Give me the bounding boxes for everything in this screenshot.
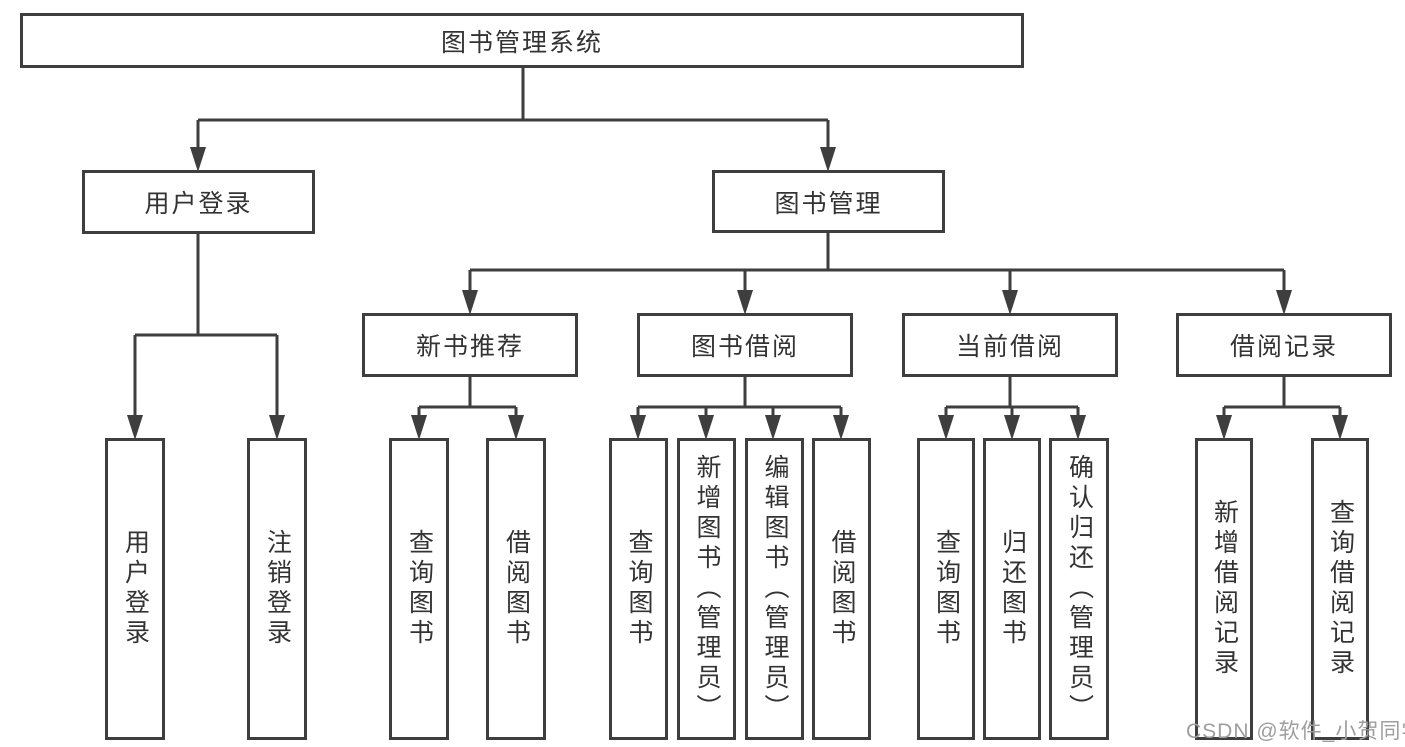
leaf-query-borrow-record-label: 查询借阅记录	[1326, 499, 1355, 679]
node-book-borrowing-label: 图书借阅	[690, 333, 799, 361]
leaf-borrow-books-recommend-label: 借阅图书	[502, 529, 531, 649]
node-book-borrowing: 图书借阅	[637, 313, 853, 377]
leaf-borrow-books-recommend: 借阅图书	[486, 438, 546, 740]
leaf-query-books-current: 查询图书	[917, 438, 975, 740]
leaf-return-books: 归还图书	[983, 438, 1041, 740]
leaf-add-books-admin-label: 新增图书（管理员）	[693, 454, 721, 724]
leaf-add-borrow-record: 新增借阅记录	[1195, 438, 1253, 740]
node-current-borrowing-label: 当前借阅	[955, 333, 1064, 361]
leaf-borrow-books: 借阅图书	[812, 438, 871, 740]
node-library-system-label: 图书管理系统	[440, 28, 603, 57]
leaf-logout: 注销登录	[247, 438, 307, 740]
node-user-login-label: 用户登录	[144, 190, 253, 218]
leaf-borrow-books-label: 借阅图书	[828, 529, 856, 649]
leaf-user-login: 用户登录	[105, 438, 165, 740]
leaf-query-books-borrowing: 查询图书	[609, 438, 668, 740]
node-book-management: 图书管理	[712, 170, 945, 233]
leaf-query-books-borrowing-label: 查询图书	[625, 529, 653, 649]
leaf-query-books-recommend-label: 查询图书	[405, 529, 434, 649]
leaf-return-books-label: 归还图书	[998, 529, 1027, 649]
node-borrowing-records: 借阅记录	[1176, 313, 1392, 377]
leaf-confirm-return-admin-label: 确认归还（管理员）	[1065, 454, 1094, 724]
watermark-text: CSDN @软件_小贺同学	[1186, 720, 1405, 743]
leaf-query-borrow-record: 查询借阅记录	[1311, 438, 1369, 740]
leaf-logout-label: 注销登录	[263, 529, 292, 649]
leaf-query-books-recommend: 查询图书	[389, 438, 449, 740]
leaf-query-books-current-label: 查询图书	[932, 529, 961, 649]
node-user-login: 用户登录	[82, 170, 315, 234]
leaf-add-borrow-record-label: 新增借阅记录	[1210, 499, 1239, 679]
leaf-user-login-label: 用户登录	[121, 529, 150, 649]
node-new-book-recommend: 新书推荐	[362, 313, 578, 377]
node-book-management-label: 图书管理	[774, 189, 883, 218]
node-new-book-recommend-label: 新书推荐	[415, 333, 524, 361]
node-current-borrowing: 当前借阅	[902, 313, 1118, 377]
leaf-edit-books-admin-label: 编辑图书（管理员）	[761, 454, 789, 724]
node-borrowing-records-label: 借阅记录	[1229, 333, 1338, 361]
leaf-add-books-admin: 新增图书（管理员）	[677, 438, 736, 740]
node-library-system: 图书管理系统	[20, 13, 1024, 68]
leaf-confirm-return-admin: 确认归还（管理员）	[1049, 438, 1109, 740]
leaf-edit-books-admin: 编辑图书（管理员）	[745, 438, 804, 740]
